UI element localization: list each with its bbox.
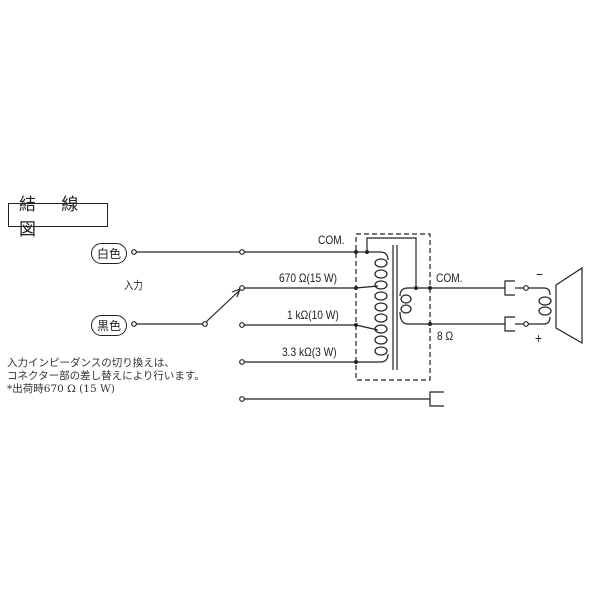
tap-670-label: 670 Ω(15 W) bbox=[279, 271, 338, 285]
output-impedance-label: 8 Ω bbox=[437, 329, 454, 343]
input-label: 入力 bbox=[124, 280, 143, 292]
speaker-minus-label: − bbox=[536, 266, 543, 282]
white-wire-label: 白色 bbox=[91, 243, 128, 264]
note-line-1: 入力インピーダンスの切り換えは、 bbox=[7, 357, 175, 369]
output-com-label: COM. bbox=[436, 271, 463, 285]
black-wire-label: 黒色 bbox=[91, 315, 128, 336]
speaker-plus-label: + bbox=[535, 330, 542, 346]
note-line-3: *出荷時670 Ω (15 W) bbox=[7, 383, 115, 395]
impedance-note: 入力インピーダンスの切り換えは、 コネクター部の差し替えにより行います。 *出荷… bbox=[7, 357, 205, 396]
tap-com-label: COM. bbox=[318, 233, 345, 247]
note-line-2: コネクター部の差し替えにより行います。 bbox=[7, 370, 205, 382]
tap-3k3-label: 3.3 kΩ(3 W) bbox=[282, 345, 337, 359]
tap-1k-label: 1 kΩ(10 W) bbox=[287, 308, 339, 322]
